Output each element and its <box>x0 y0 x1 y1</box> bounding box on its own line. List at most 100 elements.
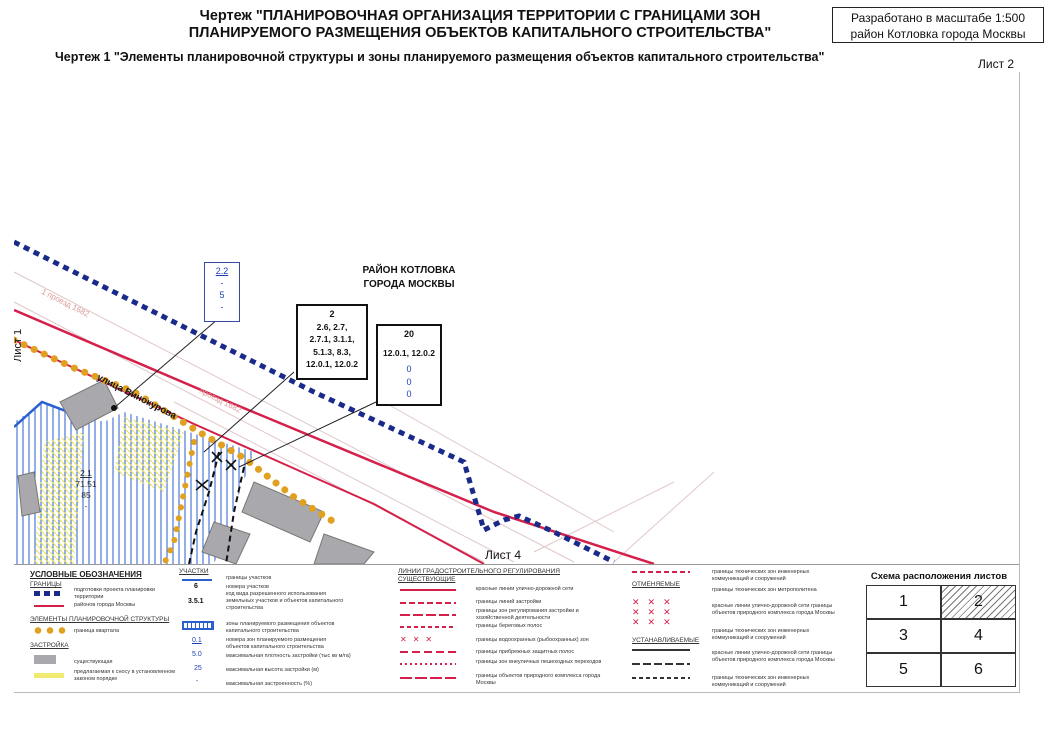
legend-p6: максимальная плотность застройки (тыс кв… <box>226 653 351 659</box>
proposed-demolition-hatch <box>34 432 84 564</box>
map-drawing <box>14 239 715 564</box>
legend: УСЛОВНЫЕ ОБОЗНАЧЕНИЯ ГРАНИЦЫ подготовки … <box>14 564 1019 693</box>
title-line-1: Чертеж "ПЛАНИРОВОЧНАЯ ОРГАНИЗАЦИЯ ТЕРРИТ… <box>199 8 761 24</box>
scheme-cell-6: 6 <box>941 653 1016 687</box>
legend-title: УСЛОВНЫЕ ОБОЗНАЧЕНИЯ <box>30 570 142 579</box>
district-line-2: ГОРОДА МОСКВЫ <box>363 279 455 290</box>
pedestrian-zone-symbol <box>400 663 456 665</box>
legend-r8: границы объектов природного комплекса го… <box>476 673 601 686</box>
callout-c-value-1: 0 <box>406 364 412 374</box>
tech-zone-symbol-1 <box>632 571 690 573</box>
adjacent-sheet-left: Лист 1 <box>14 329 24 362</box>
district-label: РАЙОН КОТЛОВКА ГОРОДА МОСКВЫ <box>334 264 484 292</box>
block-boundary-line-2 <box>161 439 197 564</box>
parcel-label-line-3: 85 <box>81 490 91 500</box>
scheme-cell-1: 1 <box>866 585 941 619</box>
sheet-number: Лист 2 <box>978 57 1015 71</box>
district-border-symbol <box>34 605 64 607</box>
legend-t5: красные линии улично-дорожной сети грани… <box>712 650 835 663</box>
title-line-2: ПЛАНИРУЕМОГО РАЗМЕЩЕНИЯ ОБЪЕКТОВ КАПИТАЛ… <box>188 25 772 41</box>
legend-p5-symbol: 0.1 <box>192 637 202 644</box>
callout-c-number: 20 <box>403 329 414 339</box>
legend-t3: красные линии улично-дорожной сети грани… <box>712 603 835 616</box>
project-boundary-symbol <box>34 591 64 596</box>
scheme-cell-4: 4 <box>941 619 1016 653</box>
callout-a-line-3: 5 <box>219 290 225 300</box>
legend-p5: номера зон планируемого размещения объек… <box>226 637 327 650</box>
legend-z1: существующая <box>74 659 113 665</box>
legend-plots-heading: УЧАСТКИ <box>179 568 209 575</box>
legend-r4: границы береговых полос <box>476 623 543 629</box>
cancelled-lines-symbol: ✕✕✕✕✕✕✕✕✕ <box>632 597 679 627</box>
legend-p2-symbol: 6 <box>194 583 198 590</box>
adjacent-sheet-bottom: Лист 4 <box>485 548 522 562</box>
legend-r7: границы зон внеуличных пешеходных перехо… <box>476 659 602 665</box>
callout-b-code-1: 2.6, 2.7, <box>316 321 348 332</box>
block-boundary-symbol <box>32 627 66 634</box>
building-line-symbol <box>400 602 456 604</box>
water-zone-symbol: ✕✕✕ <box>400 635 439 644</box>
callout-c-value-3: 0 <box>406 389 412 399</box>
legend-t6: границы технических зон инженерных комму… <box>712 675 810 688</box>
legend-p7: максимальная высота застройки (м) <box>226 667 319 673</box>
legend-r2: границы линий застройки <box>476 599 542 605</box>
scheme-cell-5: 5 <box>866 653 941 687</box>
existing-building-symbol <box>34 655 56 664</box>
background-lines <box>14 271 715 563</box>
callout-leaders <box>113 318 377 468</box>
scale-line-1: Разработано в масштабе 1:500 <box>850 11 1026 25</box>
legend-buildings-heading: ЗАСТРОЙКА <box>30 642 69 649</box>
scheme-cell-3: 3 <box>866 619 941 653</box>
existing-buildings <box>17 379 375 564</box>
plot-boundary-line-2 <box>225 466 245 564</box>
sheet-scheme-title: Схема расположения листов <box>870 571 1008 582</box>
legend-elements-heading: ЭЛЕМЕНТЫ ПЛАНИРОВОЧНОЙ СТРУКТУРЫ <box>30 616 170 623</box>
cancelled-marks <box>195 451 237 491</box>
coastal-strip-symbol <box>400 651 456 653</box>
legend-p2: номера участков <box>226 584 269 590</box>
legend-r6: границы прибрежных защитных полос <box>476 649 575 655</box>
established-line-symbol-1 <box>632 649 690 651</box>
legend-e1: граница квартала <box>74 628 120 634</box>
nature-complex-symbol <box>400 677 456 679</box>
map-subtitle: Чертеж 1 "Элементы планировочной структу… <box>55 50 825 64</box>
callout-a-line-2: - <box>220 278 224 288</box>
project-boundary-line <box>14 239 616 564</box>
parcel-label-line-1: 2.1 <box>80 468 92 478</box>
callout-plot-2-2: 2.2 - 5 - <box>204 262 240 322</box>
red-line-symbol <box>400 589 456 591</box>
district-line-1: РАЙОН КОТЛОВКА <box>362 265 456 276</box>
legend-p8-symbol: - <box>196 678 199 685</box>
legend-p7-symbol: 25 <box>194 665 202 672</box>
callout-a-line-1: 2.2 <box>215 266 229 276</box>
legend-r1: красные линии улично-дорожной сети <box>476 586 574 592</box>
established-line-symbol-3 <box>632 677 690 679</box>
scale-line-2: район Котловка города Москвы <box>850 27 1026 41</box>
legend-t2: границы технических зон метрополитена <box>712 587 817 593</box>
planned-zone-symbol <box>182 621 214 630</box>
parcel-label-line-4: - <box>84 501 88 511</box>
callout-b-code-2: 2.7.1, 3.1.1, <box>309 334 355 344</box>
block-boundary-line <box>14 336 338 526</box>
legend-p3-symbol: 3.5.1 <box>188 598 204 605</box>
scale-box: Разработано в масштабе 1:500 район Котло… <box>832 7 1044 43</box>
legend-r3: границы зон регулирования застройки и хо… <box>476 608 579 621</box>
district-border-line <box>14 308 655 564</box>
parcel-label-line-2: 71.51 <box>75 479 97 489</box>
demolition-symbol <box>34 673 64 678</box>
legend-p8: максимальная застроенность (%) <box>226 681 313 687</box>
legend-cancelled-heading: ОТМЕНЯЕМЫЕ <box>632 581 681 588</box>
regulation-zone-symbol <box>400 614 456 616</box>
callout-a-line-4: - <box>220 302 224 312</box>
callout-b-code-3: 5.1.3, 8.3, <box>313 346 351 357</box>
legend-p4: зоны планируемого размещения объектов ка… <box>226 621 335 634</box>
map-area: РАЙОН КОТЛОВКА ГОРОДА МОСКВЫ улица Винок… <box>14 72 1019 564</box>
legend-boundaries-heading: ГРАНИЦЫ <box>30 581 62 588</box>
callout-c-value-2: 0 <box>406 376 412 387</box>
plot-boundary-line <box>188 451 220 564</box>
leader-dot <box>111 405 117 411</box>
legend-z2: предлагаемая к сносу в установленном зак… <box>74 669 176 682</box>
legend-b2: районов города Москвы <box>74 602 136 608</box>
scheme-cell-2: 2 <box>941 585 1016 619</box>
map-title: Чертеж "ПЛАНИРОВОЧНАЯ ОРГАНИЗАЦИЯ ТЕРРИТ… <box>150 8 810 42</box>
